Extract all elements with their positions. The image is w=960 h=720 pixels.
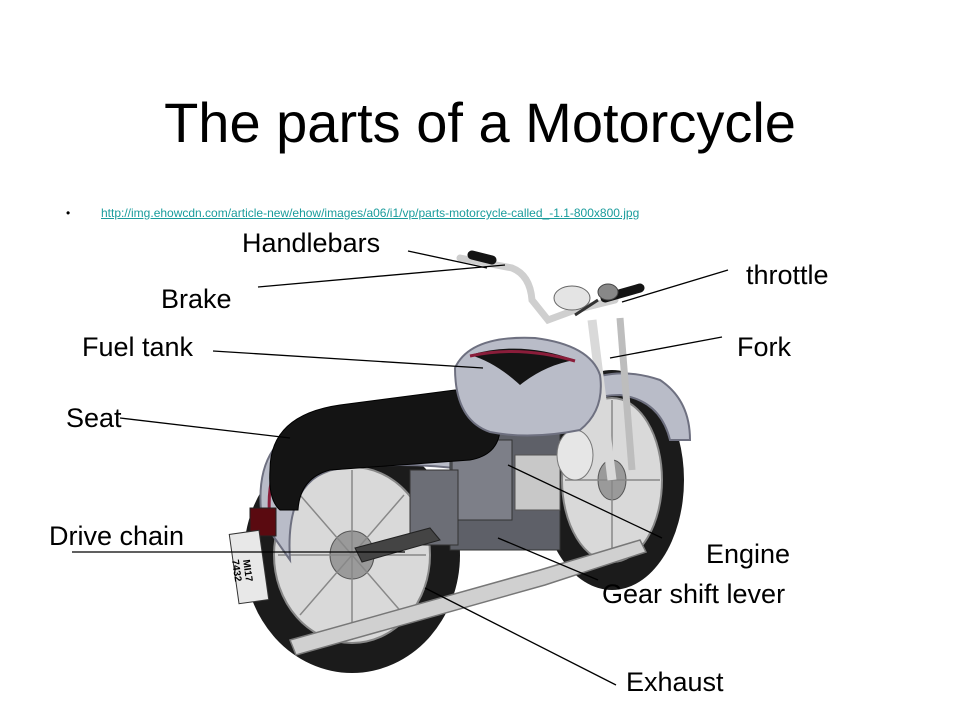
label-brake: Brake: [161, 284, 232, 314]
bullet-marker: •: [66, 206, 71, 220]
leader-exhaust: [424, 587, 617, 686]
leader-fork: [609, 336, 723, 359]
label-exhaust: Exhaust: [626, 667, 724, 697]
leader-brake: [257, 264, 506, 288]
seat: [269, 389, 501, 511]
label-throttle: throttle: [746, 260, 829, 290]
slide-title: The parts of a Motorcycle: [164, 91, 796, 154]
label-seat: Seat: [66, 403, 122, 433]
headlight: [553, 285, 591, 311]
label-drive-chain: Drive chain: [49, 521, 185, 551]
leader-gear-shift: [497, 537, 599, 581]
label-gear-shift-lever: Gear shift lever: [602, 579, 786, 609]
plate-text-1: MI17: [240, 559, 254, 583]
leader-lines: [72, 250, 729, 686]
label-handlebars: Handlebars: [242, 228, 381, 258]
label-engine: Engine: [706, 539, 791, 569]
leader-fuel-tank: [212, 350, 484, 369]
leader-seat: [119, 417, 291, 439]
plate-text-2: 7432: [229, 559, 243, 583]
source-link[interactable]: http://img.ehowcdn.com/article-new/ehow/…: [101, 206, 640, 220]
fork: [587, 317, 636, 481]
label-fork: Fork: [737, 332, 791, 362]
leader-engine: [507, 464, 663, 539]
brake-lever: [574, 298, 599, 317]
handlebars: [456, 254, 619, 325]
chain-guard: [354, 527, 441, 563]
license-plate: MI17 7432: [228, 529, 270, 605]
label-fuel-tank: Fuel tank: [82, 332, 194, 362]
leader-handlebars: [407, 250, 488, 269]
exhaust-pipe: [288, 539, 648, 656]
leader-throttle: [621, 269, 729, 303]
